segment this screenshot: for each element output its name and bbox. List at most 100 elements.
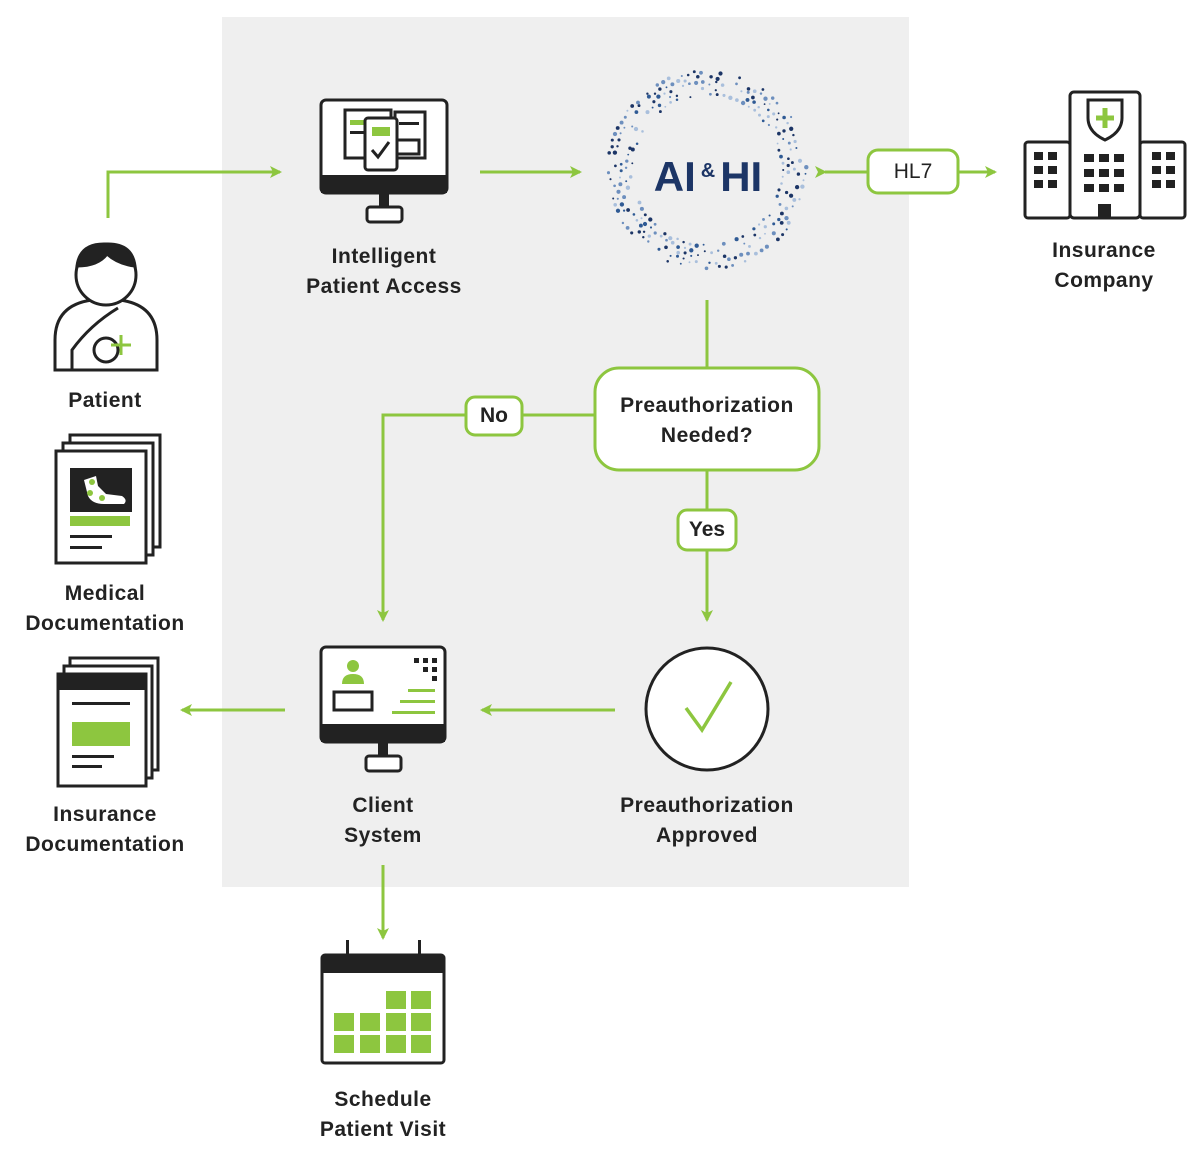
- logo-dot: [625, 185, 631, 190]
- logo-dot: [610, 145, 614, 149]
- logo-dot: [748, 244, 751, 248]
- logo-dot: [733, 256, 738, 260]
- logo-dot: [636, 100, 640, 105]
- logo-dot: [740, 100, 746, 106]
- decision-label: Preauthorization Needed?: [595, 391, 819, 451]
- logo-dot: [676, 250, 680, 255]
- logo-dot: [637, 104, 641, 108]
- schedule-label: Schedule Patient Visit: [273, 1085, 493, 1145]
- logo-dot: [789, 126, 794, 131]
- logo-dot: [619, 162, 623, 166]
- logo-dot: [704, 266, 709, 271]
- logo-dot: [776, 142, 779, 145]
- logo-dot: [771, 231, 776, 236]
- logo-dot: [645, 110, 650, 115]
- logo-dot: [775, 194, 779, 198]
- logo-dot: [779, 211, 784, 216]
- logo-dot: [789, 148, 792, 151]
- logo-dot: [796, 172, 801, 176]
- insurance-documentation-line1: Insurance: [53, 803, 157, 826]
- logo-dot: [798, 198, 801, 201]
- logo-dot: [763, 96, 768, 101]
- logo-dot: [779, 221, 784, 225]
- logo-dot: [721, 241, 726, 246]
- logo-dot: [768, 102, 771, 105]
- logo-dot: [670, 82, 675, 87]
- monitor-form-icon: [319, 98, 449, 224]
- logo-dot: [777, 217, 781, 222]
- logo-dot: [781, 233, 785, 237]
- logo-dot: [727, 257, 731, 262]
- decision-line1: Preauthorization: [620, 394, 794, 417]
- logo-dot: [784, 206, 789, 211]
- checkmark-circle-icon: [644, 646, 770, 772]
- insurance-company-line2: Company: [1054, 269, 1154, 292]
- logo-dot: [777, 112, 780, 115]
- logo-dot: [770, 96, 775, 100]
- logo-dot: [689, 96, 692, 99]
- logo-dot: [681, 84, 685, 88]
- logo-dot: [647, 240, 650, 243]
- logo-dot: [653, 231, 657, 235]
- logo-dot: [669, 101, 672, 104]
- logo-dot: [766, 115, 770, 119]
- logo-dot: [757, 105, 760, 109]
- logo-dot: [718, 71, 723, 76]
- logo-dot: [616, 189, 621, 194]
- logo-dot: [786, 163, 790, 168]
- logo-dot: [786, 170, 791, 175]
- logo-dot: [696, 74, 700, 79]
- logo-dot: [751, 95, 755, 100]
- logo-dot: [804, 172, 807, 175]
- logo-dot: [683, 246, 687, 250]
- logo-dot: [651, 106, 654, 109]
- logo-dot: [746, 87, 751, 91]
- logo-dot: [626, 109, 629, 112]
- logo-dot: [791, 205, 794, 208]
- logo-dot: [786, 220, 791, 225]
- logo-dot: [649, 226, 653, 229]
- logo-dot: [683, 79, 687, 83]
- logo-dot: [619, 132, 622, 135]
- logo-dot: [768, 214, 771, 217]
- logo-dot: [661, 80, 666, 85]
- logo-dot: [631, 125, 634, 128]
- logo-dot: [743, 242, 746, 245]
- logo-dot: [753, 251, 758, 256]
- logo-dot: [624, 166, 628, 170]
- patient-label: Patient: [68, 389, 142, 412]
- logo-dot: [714, 89, 717, 92]
- logo-dot: [641, 130, 644, 133]
- logo-dot: [767, 123, 771, 127]
- logo-dot: [630, 231, 634, 235]
- logo-dot: [746, 251, 750, 256]
- logo-dot: [628, 175, 633, 179]
- logo-dot: [778, 202, 782, 206]
- logo-dot: [710, 251, 713, 255]
- logo-dot: [731, 263, 735, 267]
- hl7-label: HL7: [893, 160, 933, 183]
- medical-documentation-line1: Medical: [64, 582, 146, 605]
- logo-dot: [690, 254, 693, 257]
- logo-dot: [642, 221, 648, 227]
- logo-dot: [781, 175, 784, 178]
- logo-dot: [786, 121, 789, 125]
- logo-dot: [612, 197, 615, 200]
- schedule-line1: Schedule: [334, 1088, 432, 1111]
- logo-dot: [679, 262, 682, 265]
- logo-dot: [616, 197, 619, 200]
- logo-dot: [619, 120, 624, 125]
- logo-dot: [658, 110, 662, 114]
- approved-line1: Preauthorization: [620, 794, 794, 817]
- medical-document-icon: [54, 433, 162, 565]
- logo-dot: [682, 257, 685, 260]
- ai-hi-logo: [606, 70, 809, 271]
- logo-dot: [739, 252, 744, 257]
- logo-dot: [777, 188, 781, 192]
- ai-hi-logo-text: AI&HI: [638, 146, 778, 200]
- logo-dot: [669, 95, 672, 99]
- logo-dot: [627, 153, 630, 156]
- logo-dot: [658, 87, 662, 91]
- logo-dot: [626, 208, 630, 212]
